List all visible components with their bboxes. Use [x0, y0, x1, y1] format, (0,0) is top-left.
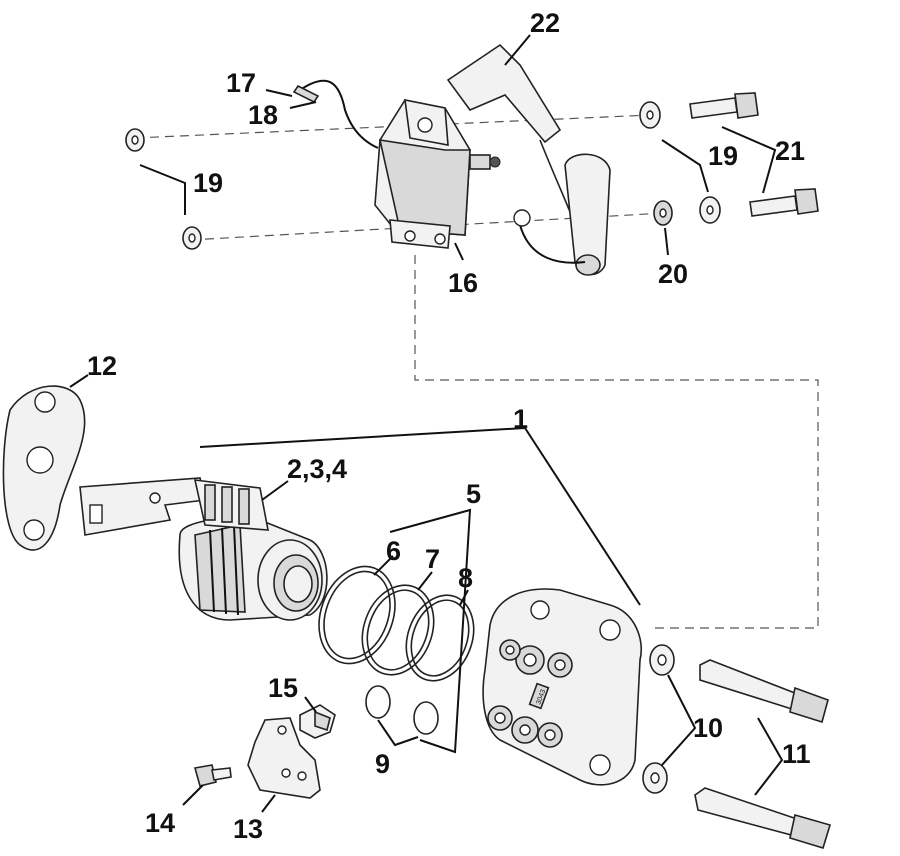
washer-19-left-top [125, 128, 145, 152]
plate-13 [247, 717, 321, 799]
callout-9: 9 [375, 749, 390, 779]
washer-19-right-top [639, 101, 661, 129]
callout-20: 20 [658, 259, 688, 289]
washer-19-left-bottom [182, 226, 202, 250]
o-ring-6 [318, 565, 396, 665]
washer-19-right-bottom [699, 196, 721, 224]
callout-19-right: 19 [708, 141, 738, 171]
spark-plug-lead-22 [446, 43, 611, 276]
washer-10-bottom [642, 762, 668, 794]
connector-2-3-4 [193, 479, 269, 531]
terminal-18 [292, 84, 320, 104]
callout-17: 17 [226, 68, 256, 98]
callout-22: 22 [530, 8, 560, 38]
callout-7: 7 [425, 544, 440, 574]
callout-10: 10 [693, 713, 723, 743]
callout-16: 16 [448, 268, 478, 298]
callout-6: 6 [386, 536, 401, 566]
leader-lines [69, 34, 784, 813]
callout-14: 14 [145, 808, 175, 838]
housing-stamp: 3043 [535, 689, 547, 706]
clip-15 [299, 704, 336, 739]
washer-10-top [649, 644, 675, 676]
screw-14 [193, 764, 232, 787]
o-ring-9-left [365, 685, 391, 719]
callout-labels: 22 17 18 19 19 21 16 20 12 1 2,3,4 5 6 7… [87, 8, 811, 844]
callout-15: 15 [268, 673, 298, 703]
bolt-11-top [699, 659, 829, 724]
callout-1: 1 [513, 404, 528, 434]
sensor-housing: 3043 [482, 588, 642, 786]
o-ring-9-right [413, 701, 439, 735]
callout-11: 11 [782, 739, 811, 769]
o-ring-7 [361, 584, 435, 676]
gasket-12 [2, 385, 86, 551]
screw-21-bottom [749, 188, 819, 217]
o-ring-8 [405, 594, 475, 682]
coil-ground-wire [299, 79, 379, 149]
callout-8: 8 [458, 563, 473, 593]
callout-2-3-4: 2,3,4 [287, 454, 347, 484]
callout-18: 18 [248, 100, 278, 130]
callout-5: 5 [466, 479, 481, 509]
screw-21-top [689, 92, 759, 119]
callout-13: 13 [233, 814, 263, 844]
ignition-coil-16 [374, 98, 501, 249]
callout-19-left: 19 [193, 168, 223, 198]
callout-21: 21 [775, 136, 805, 166]
sensor-assembly-1 [79, 477, 328, 621]
callout-12: 12 [87, 351, 117, 381]
lockwasher-20 [653, 200, 673, 226]
bolt-11-bottom [694, 787, 832, 849]
